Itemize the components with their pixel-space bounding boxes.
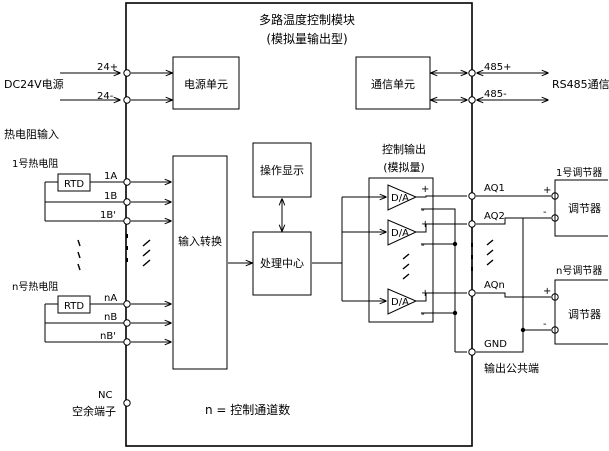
terminal-24plus[interactable] (123, 69, 131, 77)
terminal-nb[interactable] (123, 319, 131, 327)
junction-dacn-minus (452, 310, 458, 316)
dac1-label: D/A (391, 193, 409, 204)
terminal-1a[interactable] (123, 178, 131, 186)
terminal-label-aq1: AQ1 (484, 183, 505, 194)
terminal-label-nbprime: nB' (100, 331, 116, 342)
comm-unit-label: 通信单元 (371, 78, 415, 91)
comm-unit-box (355, 56, 431, 110)
terminal-gnd[interactable] (468, 348, 476, 356)
terminal-na[interactable] (123, 300, 131, 308)
power-source-label: DC24V电源 (4, 77, 64, 91)
output-block-title: 控制输出 (382, 142, 426, 156)
input-ellipsis-outer (77, 239, 81, 271)
rtd-input-section-label: 热电阻输入 (4, 127, 59, 141)
display-label: 操作显示 (260, 163, 304, 177)
external-ellipsis (486, 239, 494, 266)
processor-label: 处理中心 (260, 257, 304, 270)
dac1-plus-sign: + (421, 184, 429, 195)
terminal-label-24plus: 24+ (97, 62, 118, 73)
gnd-external-rail (476, 218, 524, 353)
regulatorn-minus-sign: - (543, 319, 547, 330)
regulatorn-box-label: 调节器 (568, 308, 601, 321)
terminal-label-aqn: AQn (484, 280, 505, 291)
junction-dac2-minus (452, 241, 458, 247)
dacn-plus-wire (416, 292, 467, 302)
output-ellipsis (402, 253, 410, 280)
regulator1-label: 1号调节器 (556, 167, 602, 179)
module-subtitle: (模拟量输出型) (266, 31, 347, 46)
dacn-plus-sign: + (421, 288, 429, 299)
regulator1-minus-sign: - (543, 207, 547, 218)
terminal-aqn[interactable] (468, 289, 476, 297)
terminal-label-1bprime: 1B' (100, 210, 116, 221)
regulatorn-plus-sign: + (543, 286, 551, 297)
terminal-1b[interactable] (123, 198, 131, 206)
terminal-aq2[interactable] (468, 220, 476, 228)
output-common-label: 输出公共端 (484, 361, 539, 375)
terminal-485plus[interactable] (468, 69, 476, 77)
dac1-amplifier (387, 184, 418, 211)
terminal-1bprime[interactable] (123, 217, 131, 225)
output-block-box (368, 177, 434, 323)
terminal-label-nb: nB (104, 312, 117, 323)
dacn-amplifier (387, 288, 418, 315)
module-title: 多路温度控制模块 (259, 12, 355, 27)
regulatorn-box (554, 279, 608, 345)
terminal-label-gnd: GND (484, 339, 507, 350)
terminal-24minus[interactable] (123, 96, 131, 104)
terminal-label-485minus: 485- (484, 89, 507, 100)
dac2-amplifier (387, 219, 418, 246)
rtd-chn-label: n号热电阻 (12, 280, 58, 293)
dacn-minus-sign: - (421, 309, 425, 320)
dac2-plus-sign: + (421, 219, 429, 230)
terminal-label-aq2: AQ2 (484, 211, 505, 222)
regulator1-box-label: 调节器 (568, 202, 601, 215)
rtd-chn-resistor-label: RTD (64, 301, 84, 312)
rs485-label: RS485通信 (552, 78, 609, 91)
power-unit-box (172, 56, 240, 110)
regulator1-box (554, 179, 608, 237)
dac1-minus-sign: - (421, 205, 425, 216)
regulatorn-label: n号调节器 (556, 265, 602, 277)
terminal-label-nc: NC (98, 390, 112, 401)
terminal-label-1a: 1A (104, 171, 117, 182)
input-converter-box (172, 155, 228, 370)
dacn-label: D/A (391, 297, 409, 308)
input-converter-label: 输入转换 (178, 234, 222, 248)
input-ellipsis-inner (142, 239, 151, 267)
terminal-485minus[interactable] (468, 96, 476, 104)
terminal-label-24minus: 24- (97, 91, 114, 102)
terminal-label-485plus: 485+ (484, 62, 511, 73)
dac1-plus-wire (416, 195, 467, 198)
spare-terminal-label: 空余端子 (72, 404, 116, 418)
output-block-subtitle: (模拟量) (383, 160, 425, 174)
junction-gnd-regulatorn (520, 327, 526, 333)
dac2-label: D/A (391, 228, 409, 239)
dac2-plus-wire (416, 223, 467, 233)
terminal-nbprime[interactable] (123, 338, 131, 346)
power-unit-label: 电源单元 (184, 77, 228, 91)
terminal-label-na: nA (104, 293, 117, 304)
processor-box (252, 231, 312, 296)
display-box (252, 142, 312, 198)
rtd-ch1-label: 1号热电阻 (12, 157, 58, 170)
terminal-nc[interactable] (123, 399, 131, 407)
aqn-to-regulatorn (476, 292, 551, 298)
terminal-label-1b: 1B (104, 191, 117, 202)
channel-count-note: n = 控制通道数 (205, 402, 290, 417)
rtd-ch1-resistor-label: RTD (64, 179, 84, 190)
regulator1-plus-sign: + (543, 185, 551, 196)
dac2-minus-sign: - (421, 240, 425, 251)
common-rail (421, 208, 456, 352)
terminal-aq1[interactable] (468, 192, 476, 200)
